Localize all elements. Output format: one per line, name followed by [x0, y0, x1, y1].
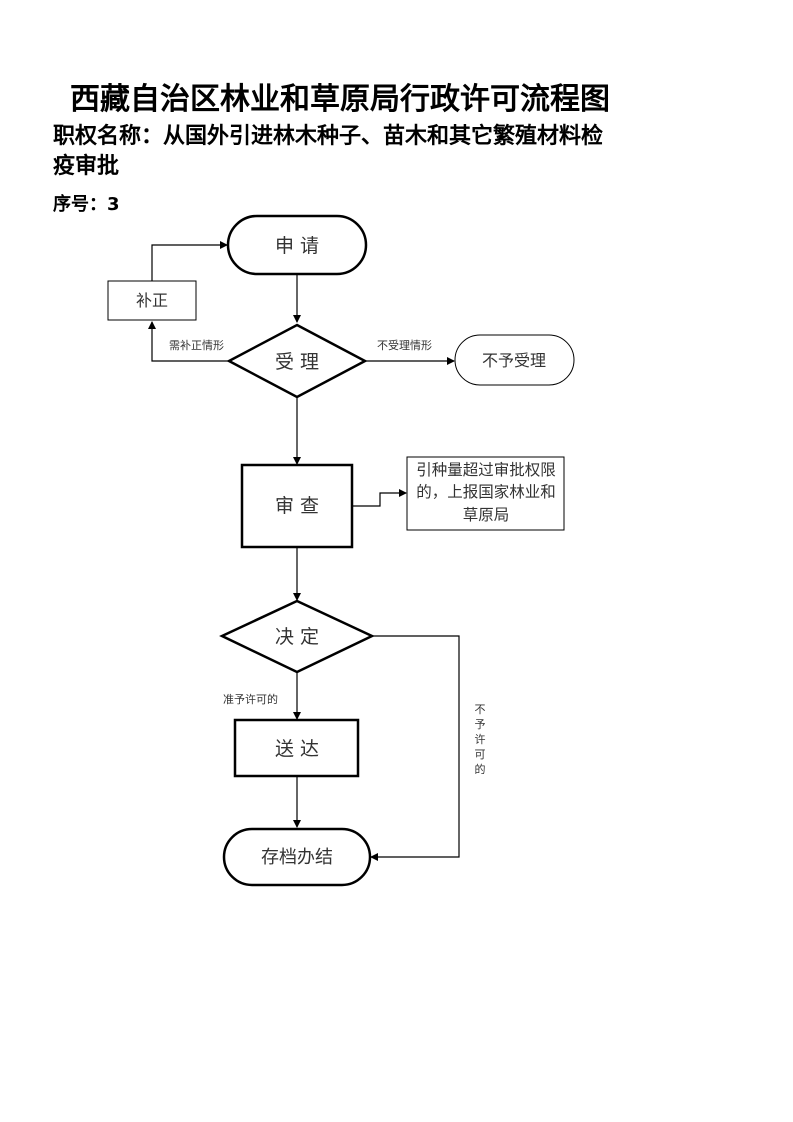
edge-label-not-approved-char: 许: [475, 733, 486, 746]
edge-label-not-approved-char: 不: [475, 703, 486, 716]
node-deliver-label: 送 达: [275, 738, 319, 760]
edge-label-not-approved-char: 的: [475, 762, 486, 776]
edge-label-need-supplement: 需补正情形: [169, 339, 224, 352]
node-report-line3: 草原局: [463, 506, 510, 524]
edge-label-not-approved: 不 予 许 可 的: [475, 703, 486, 776]
page-title: 西藏自治区林业和草原局行政许可流程图: [70, 82, 610, 117]
node-archive-label: 存档办结: [261, 847, 333, 868]
authority-name: 职权名称：从国外引进林木种子、苗木和其它繁殖材料检疫审批: [53, 124, 604, 179]
edge-decide-archive: [370, 635, 460, 861]
node-decide-label: 决 定: [275, 626, 319, 648]
node-apply: 申 请: [226, 214, 368, 276]
node-review: 审 查: [240, 463, 354, 549]
edge-accept-supplement: [148, 321, 229, 362]
edges: [148, 241, 460, 861]
node-reject: 不予受理: [454, 334, 575, 386]
node-supplement-label: 补正: [136, 291, 168, 310]
node-report-line1: 引种量超过审批权限: [416, 461, 556, 479]
node-archive: 存档办结: [222, 827, 372, 887]
edge-label-not-accepted: 不受理情形: [377, 339, 432, 352]
node-review-label: 审 查: [275, 495, 319, 517]
node-decide: 决 定: [219, 599, 375, 674]
node-reject-label: 不予受理: [482, 351, 546, 370]
edge-label-not-approved-char: 可: [475, 748, 486, 761]
edge-supplement-apply: [151, 241, 228, 281]
node-apply-label: 申 请: [275, 235, 319, 257]
edge-label-approved: 准予许可的: [223, 692, 278, 706]
node-deliver: 送 达: [233, 718, 360, 778]
node-supplement: 补正: [107, 280, 197, 321]
edge-label-not-approved-char: 予: [475, 718, 486, 731]
node-accept: 受 理: [226, 323, 368, 399]
serial-number: 序号：3: [53, 194, 120, 215]
node-accept-label: 受 理: [275, 351, 319, 373]
node-report: 引种量超过审批权限 的，上报国家林业和 草原局: [406, 456, 565, 531]
edge-review-report: [352, 489, 407, 507]
node-report-line2: 的，上报国家林业和: [416, 483, 556, 501]
